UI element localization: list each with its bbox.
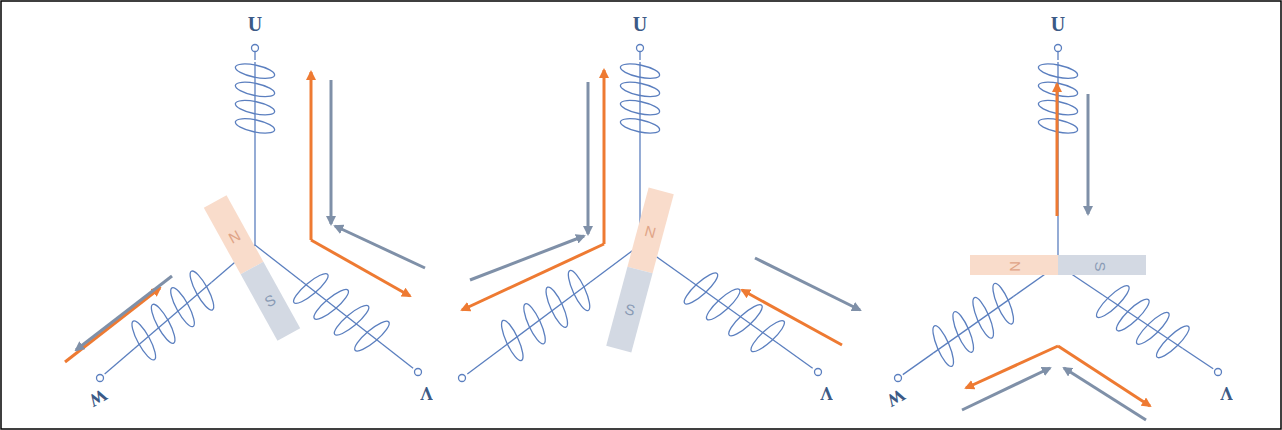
terminal-label: V [420,384,433,402]
terminal [895,375,902,382]
terminal-label: W [86,386,111,411]
star-wire [903,353,933,374]
terminal-label: W [884,386,909,411]
terminal [252,45,259,52]
terminal-label: V [1220,384,1233,402]
star-wire [467,349,501,374]
terminal-label: U [633,14,647,34]
star-wire [254,62,255,135]
terminal [1215,369,1222,376]
star-wire [382,344,413,368]
terminal [459,375,466,382]
terminal [97,375,104,382]
rotor-magnets [204,187,1146,352]
terminal [415,369,422,376]
star-wire [1057,52,1058,60]
star-wire [639,62,640,135]
terminal [815,369,822,376]
current-arrows [65,70,1150,420]
terminal [1055,45,1062,52]
star-wire [639,52,640,60]
star-wire [1183,348,1213,368]
star-wire [301,281,383,345]
star-wire [933,297,1013,354]
terminal-label: U [248,14,262,34]
star-wire [105,349,134,374]
star-wire [1103,295,1183,349]
star-wire [254,135,255,245]
terminal [637,45,644,52]
terminal-label: U [1051,14,1065,34]
star-wire [501,282,590,349]
star-wire [690,281,779,345]
star-wire [254,52,255,60]
star-wire [779,344,813,368]
pole-label: N [1008,261,1023,272]
windings [97,45,1222,382]
star-wire [134,282,212,349]
pole-label: S [1092,261,1107,271]
terminal-label: V [820,384,833,402]
